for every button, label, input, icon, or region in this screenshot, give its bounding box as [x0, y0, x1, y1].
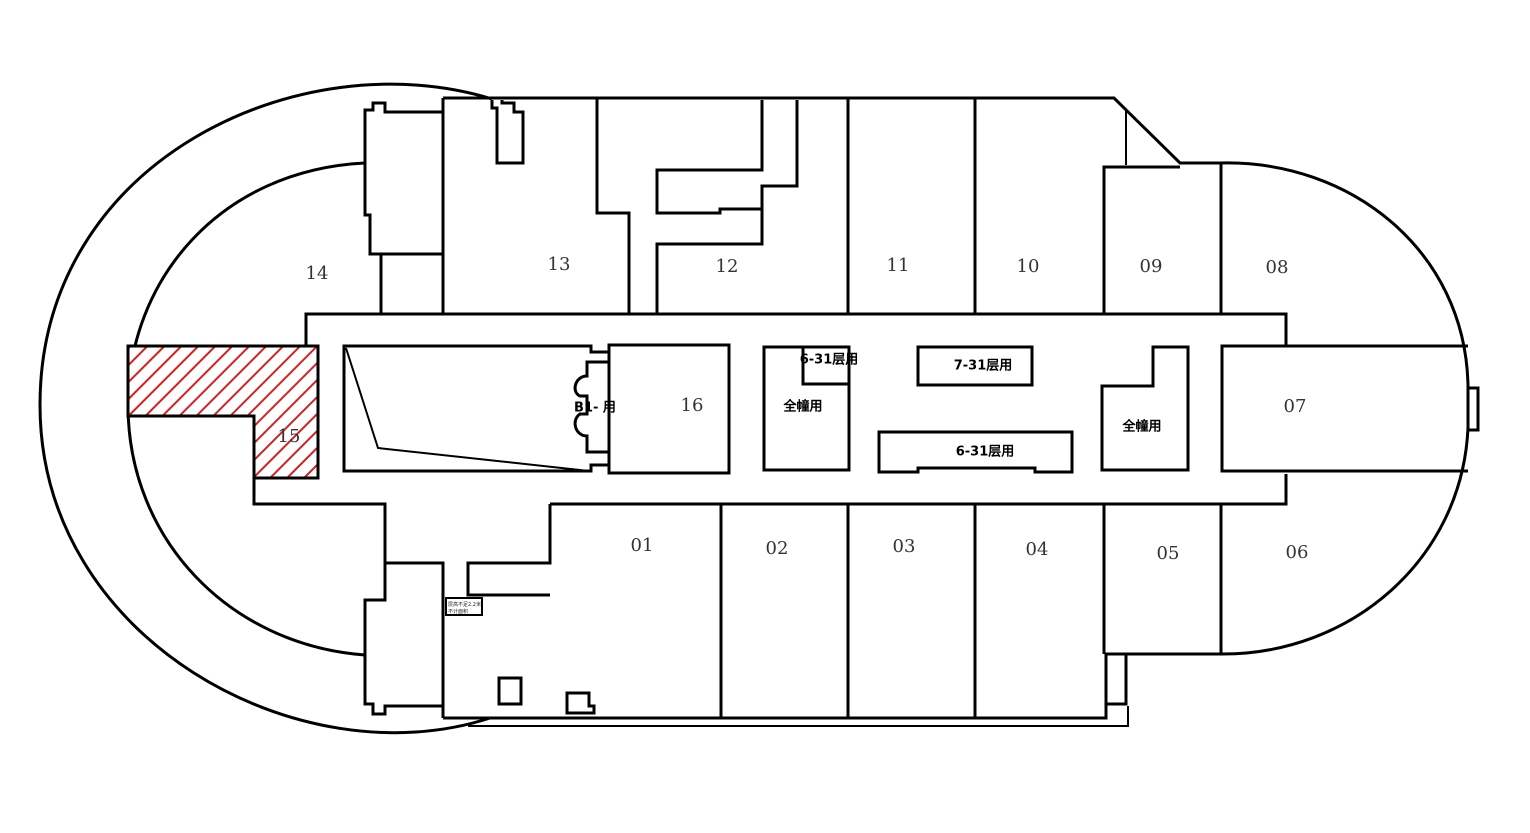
unit-label-03: 03 [893, 536, 916, 557]
atrium-void [342, 344, 611, 473]
core-label-b1: B1- 用 [574, 401, 616, 416]
unit-12-outline [655, 98, 850, 316]
unit-13-outline [441, 98, 631, 316]
unit-label-16: 16 [681, 395, 704, 416]
note-line-1: 层高不足2.2米 [448, 601, 481, 608]
unit-07-outline [1220, 344, 1468, 473]
atrium-diagonal [345, 347, 590, 472]
corridor-bottom-left [252, 478, 387, 563]
unit-label-10: 10 [1017, 256, 1040, 277]
small-square-2 [565, 691, 596, 715]
core-label-7-31: 7-31层用 [954, 359, 1013, 374]
corridor-bottom [550, 474, 1288, 506]
bottom-shaft [1104, 652, 1128, 706]
unit-label-02: 02 [766, 538, 789, 559]
core-6-31-top [801, 345, 851, 386]
note-line-2: 不计面积 [448, 608, 468, 615]
corridor-top-left [304, 254, 383, 346]
stair-block-bottom [363, 561, 445, 716]
corridor-top [629, 312, 1288, 346]
core-label-whole-right: 全幢用 [1121, 419, 1161, 435]
unit-15-highlight [126, 344, 320, 480]
unit-label-04: 04 [1026, 539, 1049, 560]
unit-label-12: 12 [716, 256, 739, 277]
unit-label-13: 13 [548, 254, 571, 275]
top-wall [443, 96, 1221, 165]
unit-label-09: 09 [1140, 256, 1163, 277]
unit-label-06: 06 [1286, 542, 1309, 563]
unit-16-outline [607, 343, 731, 475]
unit-wall-10-09 [1102, 165, 1180, 314]
unit-01-outline [441, 504, 552, 718]
core-label-whole-left: 全幢用 [782, 399, 822, 415]
outer-curve-right [1220, 161, 1470, 656]
bottom-outer-wall [468, 706, 1129, 727]
core-label-6-31-top: 6-31层用 [800, 353, 859, 368]
unit-label-07: 07 [1284, 396, 1307, 417]
unit-label-05: 05 [1157, 543, 1180, 564]
stair-block-top [363, 101, 443, 256]
atrium-column [573, 360, 609, 454]
small-square-1 [497, 676, 523, 706]
core-label-6-31-bottom: 6-31层用 [956, 445, 1015, 460]
unit-label-15: 15 [278, 426, 301, 447]
core-whole-right [1100, 345, 1190, 472]
right-notch [1468, 386, 1480, 432]
core-6-31-bottom [877, 430, 1074, 474]
unit-label-14: 14 [306, 263, 329, 284]
bottom-wall [443, 652, 1221, 720]
unit-13-shaft [490, 100, 525, 165]
note-box [445, 597, 483, 616]
unit-label-01: 01 [631, 535, 654, 556]
outer-curve-left [38, 82, 493, 735]
unit-label-11: 11 [887, 255, 910, 276]
core-7-31 [916, 345, 1034, 387]
unit-label-08: 08 [1266, 257, 1289, 278]
